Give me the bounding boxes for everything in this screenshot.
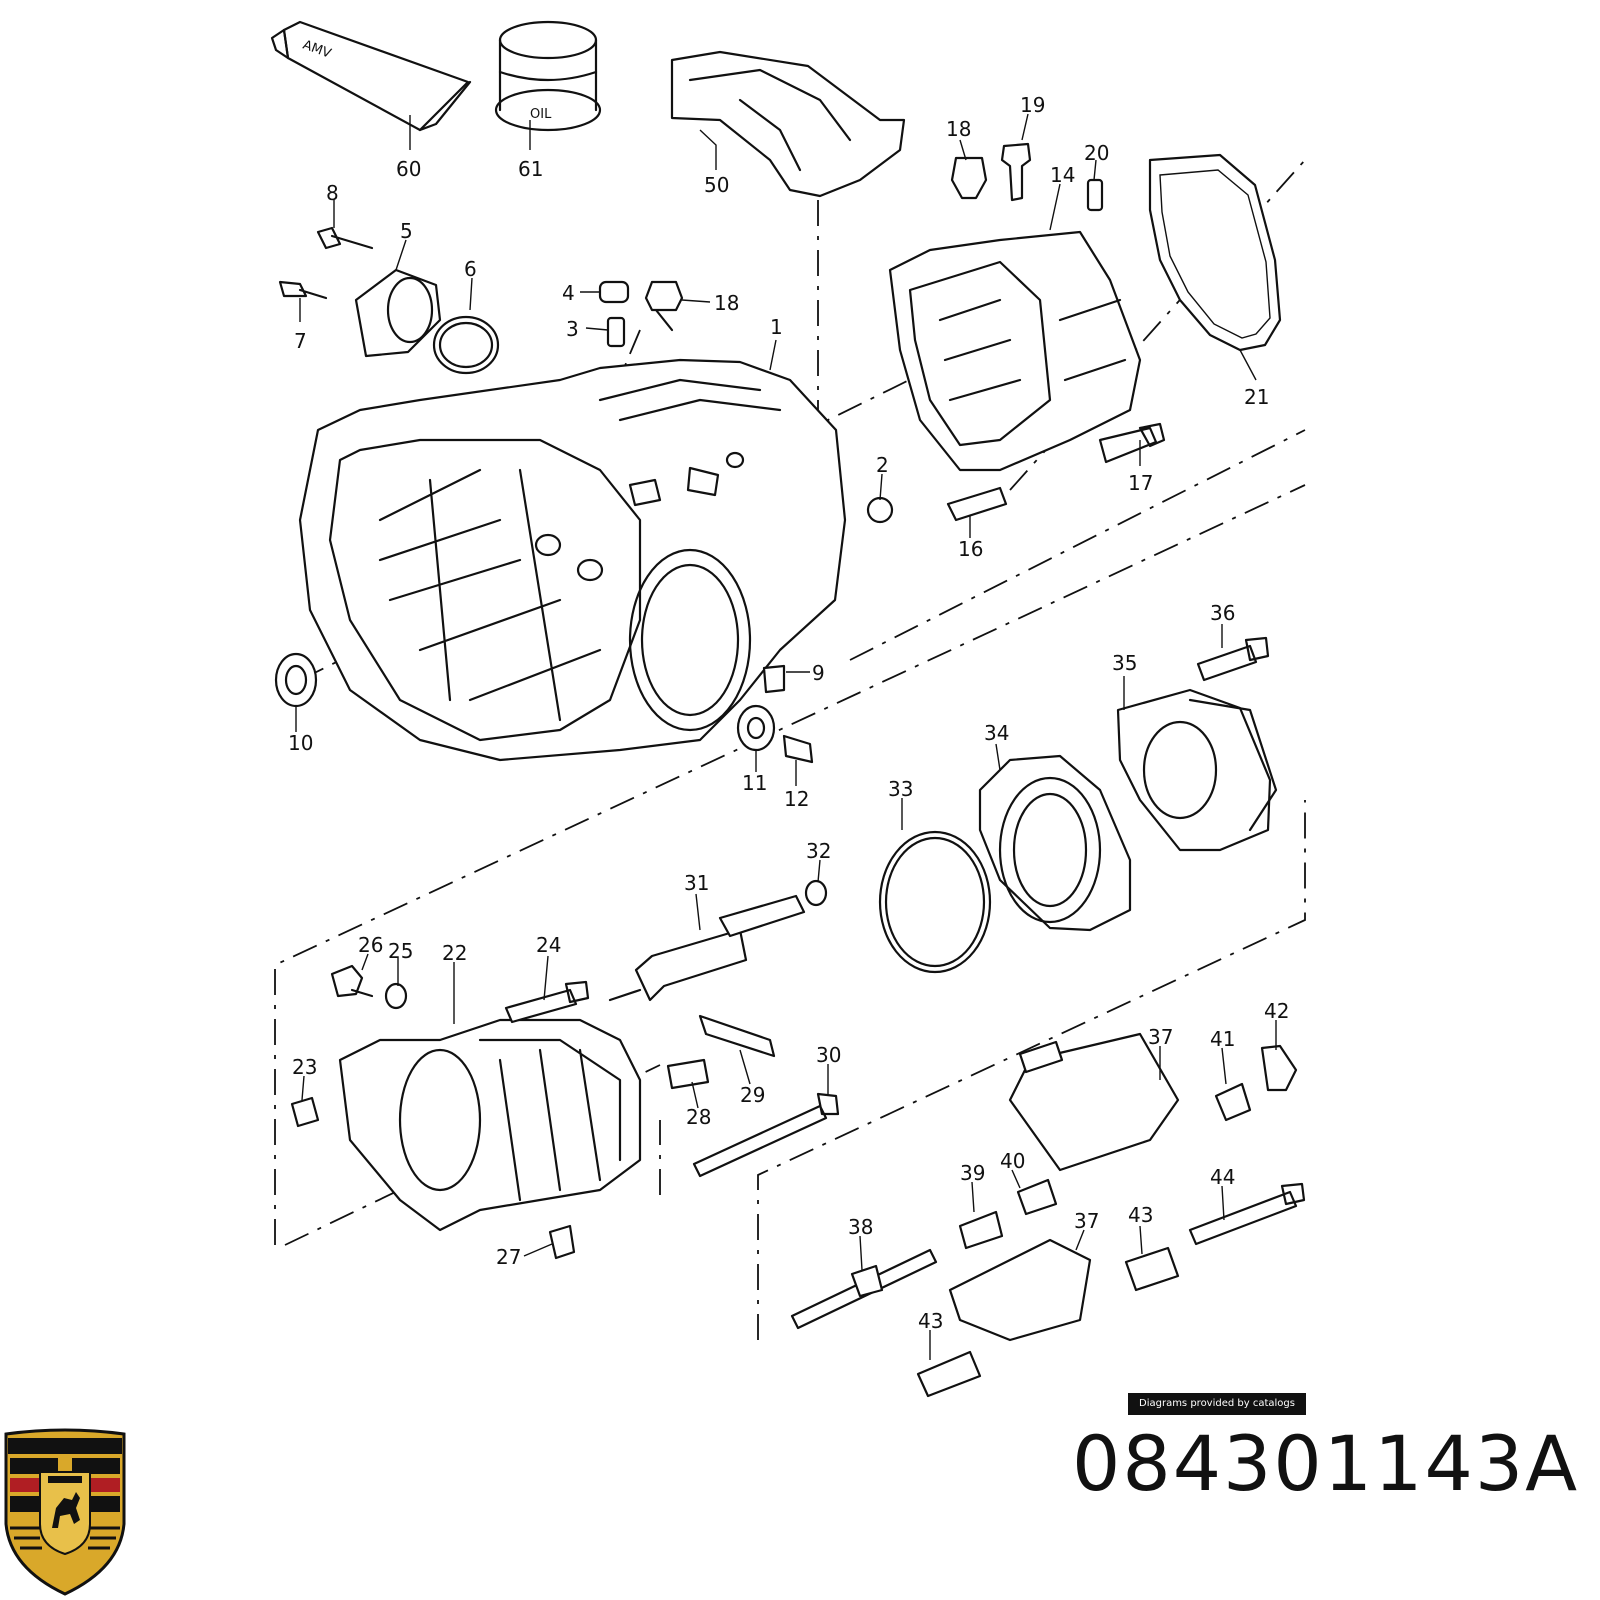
callout-3: 3 [566, 317, 579, 341]
callout-61: 61 [518, 157, 543, 181]
oil-can-part-61: OIL [494, 20, 602, 132]
callout-34: 34 [984, 721, 1009, 745]
callout-24: 24 [536, 933, 561, 957]
grease-tube-part-60: AMV [270, 20, 472, 132]
bolt-part-36 [1196, 636, 1270, 682]
callout-4: 4 [562, 281, 575, 305]
callout-29: 29 [740, 1083, 765, 1107]
callout-5: 5 [400, 219, 413, 243]
callout-12: 12 [784, 787, 809, 811]
callout-18a: 18 [946, 117, 971, 141]
callout-43a: 43 [1128, 1203, 1153, 1227]
flange-part-35 [1116, 688, 1278, 852]
housing-part-34 [978, 754, 1132, 932]
shift-rail-parts [790, 1032, 1306, 1398]
callout-44: 44 [1210, 1165, 1235, 1189]
callout-30: 30 [816, 1043, 841, 1067]
callout-33: 33 [888, 777, 913, 801]
callout-9: 9 [812, 661, 825, 685]
callout-8: 8 [326, 181, 339, 205]
callout-10: 10 [288, 731, 313, 755]
callout-50: 50 [704, 173, 729, 197]
callout-41: 41 [1210, 1027, 1235, 1051]
callout-43b: 43 [918, 1309, 943, 1333]
can-label: OIL [530, 107, 552, 122]
callout-23: 23 [292, 1055, 317, 1079]
shaft-part-31 [608, 894, 806, 1002]
callout-37a: 37 [1148, 1025, 1173, 1049]
callout-42: 42 [1264, 999, 1289, 1023]
callout-1: 1 [770, 315, 783, 339]
callout-leaders [295, 113, 1277, 1360]
callout-26: 26 [358, 933, 383, 957]
bracket-part-50 [670, 50, 906, 198]
gasket-part-21 [1148, 153, 1282, 352]
callout-20: 20 [1084, 141, 1109, 165]
callout-35: 35 [1112, 651, 1137, 675]
callout-28: 28 [686, 1105, 711, 1129]
callout-32: 32 [806, 839, 831, 863]
callout-25: 25 [388, 939, 413, 963]
callout-36: 36 [1210, 601, 1235, 625]
rear-hardware [290, 964, 840, 1260]
callout-60: 60 [396, 157, 421, 181]
callout-labels: 60 61 50 18 19 20 14 8 5 6 7 4 3 18 1 2 … [288, 93, 1289, 1333]
callout-16: 16 [958, 537, 983, 561]
main-housing-part-1 [298, 358, 847, 762]
callout-21: 21 [1244, 385, 1269, 409]
small-hardware [274, 142, 1166, 764]
callout-6: 6 [464, 257, 477, 281]
callout-19: 19 [1020, 93, 1045, 117]
seal-part-6 [432, 315, 500, 375]
callout-7: 7 [294, 329, 307, 353]
callout-27: 27 [496, 1245, 521, 1269]
callout-38: 38 [848, 1215, 873, 1239]
callout-18b: 18 [714, 291, 739, 315]
porsche-crest-logo [4, 1428, 126, 1596]
callout-39: 39 [960, 1161, 985, 1185]
callout-11: 11 [742, 771, 767, 795]
o-ring-part-33 [878, 830, 992, 974]
housing-part-14 [888, 230, 1142, 472]
callout-37b: 37 [1074, 1209, 1099, 1233]
rear-housing-part-22 [338, 1018, 642, 1232]
callout-31: 31 [684, 871, 709, 895]
callout-17: 17 [1128, 471, 1153, 495]
callout-22: 22 [442, 941, 467, 965]
diagram-credit: Diagrams provided by catalogs parts [1128, 1393, 1306, 1431]
callout-14: 14 [1050, 163, 1075, 187]
callout-40: 40 [1000, 1149, 1025, 1173]
ring-part-32 [804, 879, 828, 907]
part-number: 084301143A [1072, 1419, 1580, 1508]
flange-part-5 [354, 268, 442, 358]
callout-2: 2 [876, 453, 889, 477]
